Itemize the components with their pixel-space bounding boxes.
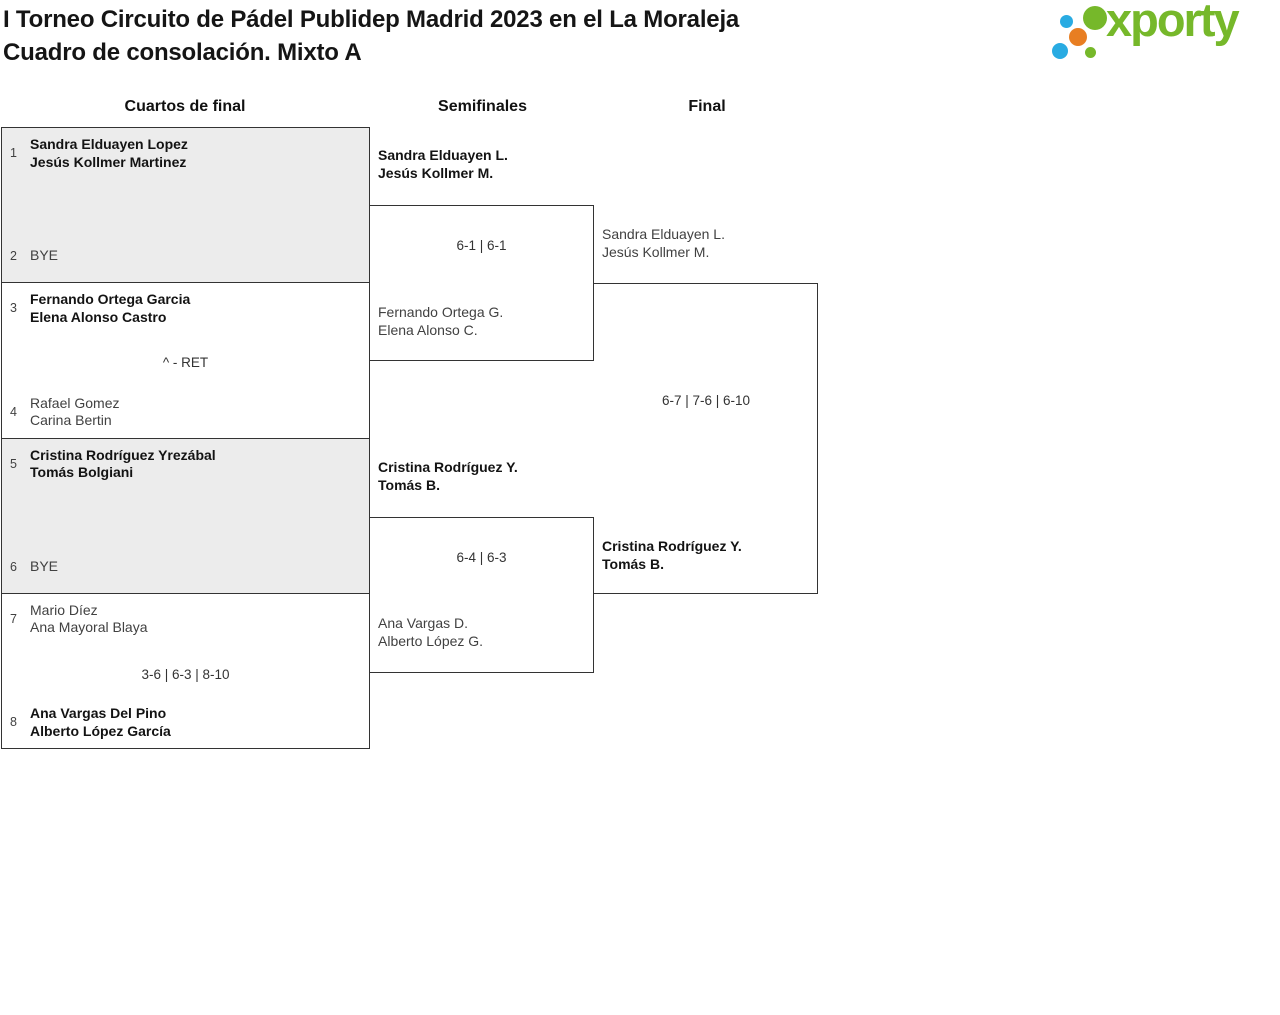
team-pair: Sandra Elduayen Lopez Jesús Kollmer Mart… [30, 136, 188, 171]
team-pair: Ana Vargas D. Alberto López G. [378, 615, 483, 650]
team-name: Sandra Elduayen L. [602, 226, 725, 242]
seed-number: 2 [10, 249, 17, 264]
team-name: Cristina Rodríguez Yrezábal [30, 446, 216, 463]
match-score: 6-7 | 7-6 | 6-10 [661, 393, 751, 408]
team-name: Fernando Ortega Garcia [30, 291, 191, 308]
team-pair: Mario Díez Ana Mayoral Blaya [30, 602, 148, 637]
team-name: Ana Mayoral Blaya [30, 619, 148, 636]
seed-number: 5 [10, 456, 17, 471]
xporty-logo[interactable]: xporty [1048, 0, 1280, 72]
match-score: 6-1 | 6-1 [456, 238, 507, 253]
page-title-line2: Cuadro de consolación. Mixto A [3, 39, 362, 66]
round-header-semifinals: Semifinales [438, 98, 527, 115]
team-name: Tomás Bolgiani [30, 464, 134, 480]
qf-match-1-box: 1 Sandra Elduayen Lopez Jesús Kollmer Ma… [2, 128, 369, 284]
team-bye: 2 BYE [2, 247, 58, 263]
qf-match-3-box: 5 Cristina Rodríguez Yrezábal Tomás Bolg… [2, 438, 369, 594]
team-name: Elena Alonso Castro [30, 308, 167, 325]
match-score: ^ - RET [162, 355, 209, 371]
team-pair: Ana Vargas Del Pino Alberto López García [30, 705, 171, 740]
team-pair: Sandra Elduayen L. Jesús Kollmer M. [602, 226, 725, 261]
team-name: Jesús Kollmer M. [602, 243, 710, 260]
team-name: Sandra Elduayen Lopez [30, 136, 188, 152]
page-title-line1: I Torneo Circuito de Pádel Publidep Madr… [3, 6, 740, 33]
logo-wordmark: xporty [1106, 0, 1240, 46]
team-name: Ana Vargas Del Pino [30, 705, 167, 721]
team-name: Cristina Rodríguez Y. [378, 459, 518, 475]
seed-number: 1 [10, 146, 17, 160]
logo-dot-green-big-icon [1083, 6, 1107, 30]
qf-match-4-box: 7 Mario Díez Ana Mayoral Blaya 3-6 | 6-3… [2, 594, 369, 748]
page-title: I Torneo Circuito de Pádel Publidep Madr… [3, 3, 739, 69]
team-name: Tomás B. [378, 476, 440, 493]
seed-number: 8 [10, 715, 17, 729]
qf-match-2-box: 3 Fernando Ortega Garcia Elena Alonso Ca… [2, 283, 369, 439]
team-name: Alberto López García [30, 722, 171, 739]
logo-dot-orange-icon [1069, 28, 1087, 46]
logo-dot-blue-bottom-icon [1052, 43, 1068, 59]
bye-label: BYE [30, 247, 59, 264]
logo-dot-blue-top-icon [1060, 15, 1073, 28]
team-name: Ana Vargas D. [378, 615, 469, 631]
final-match-box [594, 283, 818, 594]
match-score: 3-6 | 6-3 | 8-10 [141, 666, 230, 682]
team-name: Alberto López G. [378, 632, 484, 649]
sf-match-2-box [369, 517, 594, 673]
team-pair: Cristina Rodríguez Yrezábal Tomás Bolgia… [30, 447, 216, 482]
round-header-final: Final [688, 98, 726, 115]
team-name: Cristina Rodríguez Y. [602, 538, 742, 554]
seed-number: 4 [10, 404, 17, 419]
match-score: 6-4 | 6-3 [456, 550, 507, 565]
team-name: Rafael Gomez [30, 394, 120, 411]
team-name: Elena Alonso C. [378, 321, 478, 338]
team-pair: Cristina Rodríguez Y. Tomás B. [378, 459, 518, 494]
quarterfinals-column: 1 Sandra Elduayen Lopez Jesús Kollmer Ma… [1, 127, 370, 749]
team-name: Jesús Kollmer Martinez [30, 153, 187, 170]
team-name: Sandra Elduayen L. [378, 147, 508, 163]
seed-number: 6 [10, 559, 17, 574]
team-name: Carina Bertin [30, 412, 112, 428]
team-bye: 6 BYE [2, 558, 58, 574]
sf-match-1-box [369, 205, 594, 361]
team-pair: Rafael Gomez Carina Bertin [30, 395, 119, 430]
seed-number: 3 [10, 301, 17, 316]
logo-dot-green-small-icon [1085, 47, 1096, 58]
seed-number: 7 [10, 611, 17, 626]
team-name: Tomás B. [602, 555, 664, 572]
team-pair: Sandra Elduayen L. Jesús Kollmer M. [378, 147, 508, 182]
team-pair: Cristina Rodríguez Y. Tomás B. [602, 538, 742, 573]
team-name: Fernando Ortega G. [378, 304, 504, 320]
team-pair: Fernando Ortega Garcia Elena Alonso Cast… [30, 291, 190, 326]
team-name: Mario Díez [30, 601, 98, 618]
team-pair: Fernando Ortega G. Elena Alonso C. [378, 304, 503, 339]
round-header-quarterfinals: Cuartos de final [124, 98, 246, 115]
team-name: Jesús Kollmer M. [378, 164, 494, 181]
bye-label: BYE [30, 557, 59, 574]
